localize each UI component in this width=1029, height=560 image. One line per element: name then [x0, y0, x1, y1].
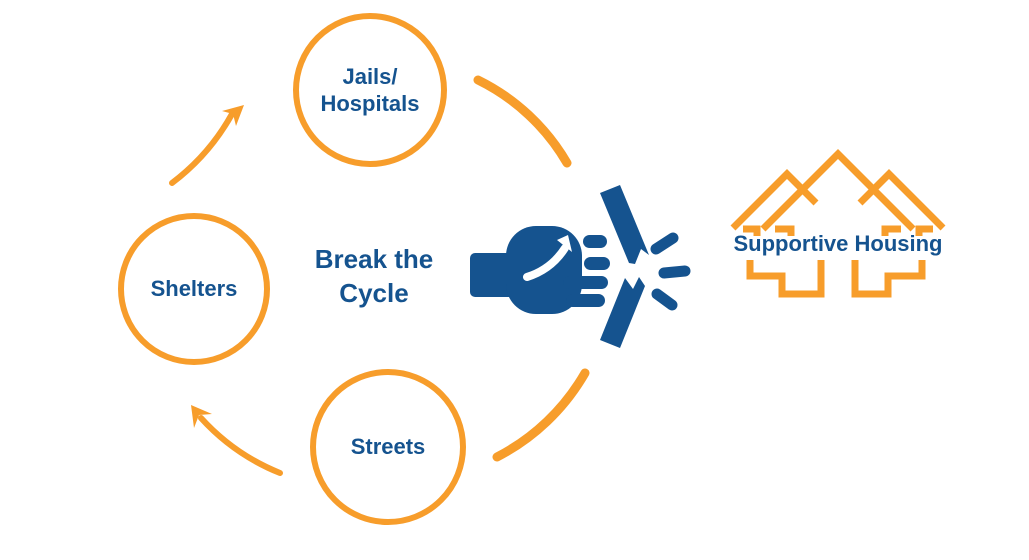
impact-dash-bottom	[651, 288, 678, 311]
streets-label: Streets	[350, 434, 426, 460]
fist-arm	[470, 253, 514, 297]
knuckle-3	[563, 276, 608, 289]
cycle-node-shelters: Shelters	[118, 213, 270, 365]
jails-label-line1: Jails/	[342, 63, 398, 89]
title-line1: Break the	[314, 244, 434, 274]
shelters-label: Shelters	[150, 276, 238, 302]
cycle-arc-break-to-streets	[492, 368, 590, 462]
thumb-swoosh	[523, 244, 569, 281]
curved-arrow-streets-to-shelters-icon	[191, 405, 283, 476]
house-center-roof	[760, 149, 916, 232]
arrow-shaft	[169, 111, 235, 186]
knuckle-2	[584, 257, 610, 270]
cycle-node-jails-hospitals: Jails/ Hospitals	[293, 13, 447, 167]
houses-bottom-right	[851, 260, 926, 298]
house-right-roof	[857, 169, 946, 231]
thumb-swoosh-tip	[557, 235, 572, 252]
house-left-eave	[743, 225, 761, 236]
knuckle-4	[566, 294, 605, 307]
cycle-arc-jails-to-break	[473, 75, 572, 168]
cycle-node-streets: Streets	[310, 369, 466, 525]
houses-bottom-left	[746, 260, 825, 298]
arrow-shaft	[198, 415, 283, 476]
broken-bar-bottom	[600, 277, 645, 348]
cycle-node-label: Jails/ Hospitals	[320, 63, 419, 118]
house-left-roof	[730, 169, 819, 231]
house-center-right-eave	[881, 225, 901, 236]
impact-dash-middle	[658, 265, 691, 279]
curved-arrow-shelters-to-jails-icon	[169, 105, 244, 186]
arrow-head	[222, 105, 244, 126]
supportive-housing-houses-icon	[730, 149, 946, 298]
jails-label-line2: Hospitals	[320, 91, 420, 116]
impact-dash-top	[650, 232, 679, 255]
break-the-cycle-title: Break the Cycle	[282, 243, 466, 311]
arrow-head	[191, 405, 212, 428]
house-right-eave	[915, 225, 933, 236]
title-line2: Cycle	[339, 277, 409, 308]
knuckle-1	[583, 235, 607, 248]
broken-bar-top	[600, 185, 649, 264]
fist-breaking-bar-icon	[470, 185, 691, 348]
supportive-housing-label: Supportive Housing	[733, 231, 943, 256]
house-center-left-eave	[775, 225, 795, 236]
